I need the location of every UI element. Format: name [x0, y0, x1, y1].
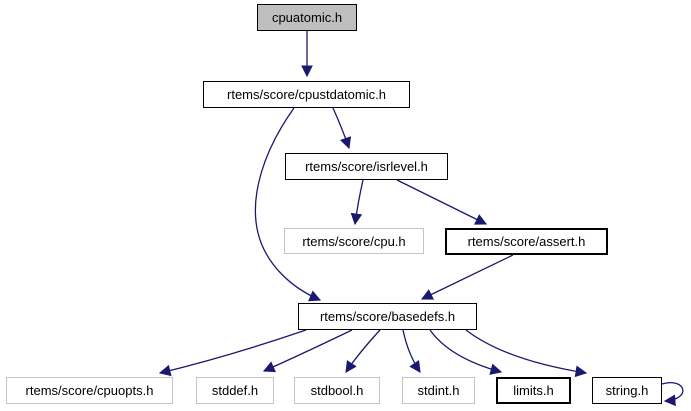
edge-basedefs-stddef: [262, 329, 353, 373]
edge-isrlevel-cpu: [350, 179, 364, 226]
node-stdint-h: stdint.h: [402, 377, 475, 404]
edge-assert-basedefs: [420, 254, 514, 300]
edge-basedefs-stdint: [402, 329, 421, 373]
edge-basedefs-stdbool: [345, 329, 381, 373]
edge-isrlevel-assert: [396, 179, 488, 225]
node-cpuatomic-h: cpuatomic.h: [257, 4, 357, 31]
edge-basedefs-cpuopts: [158, 329, 307, 377]
node-rtems-score-isrlevel-h[interactable]: rtems/score/isrlevel.h: [285, 153, 448, 180]
edge-cpustdatomic-basedefs: [254, 107, 322, 302]
node-rtems-score-cpuopts-h: rtems/score/cpuopts.h: [6, 377, 173, 404]
node-rtems-score-basedefs-h[interactable]: rtems/score/basedefs.h: [298, 303, 477, 330]
edge-basedefs-limits: [429, 329, 503, 375]
node-string-h[interactable]: string.h: [592, 377, 662, 404]
edge-string-self-loop: [661, 382, 684, 407]
node-limits-h[interactable]: limits.h: [496, 377, 571, 404]
edge-cpustdatomic-isrlevel: [332, 107, 352, 150]
node-stdbool-h: stdbool.h: [294, 377, 380, 404]
node-rtems-score-assert-h[interactable]: rtems/score/assert.h: [445, 228, 608, 255]
node-rtems-score-cpustdatomic-h[interactable]: rtems/score/cpustdatomic.h: [203, 81, 410, 108]
node-rtems-score-cpu-h: rtems/score/cpu.h: [284, 228, 424, 254]
node-stddef-h: stddef.h: [196, 377, 274, 404]
edge-basedefs-string: [465, 329, 588, 378]
